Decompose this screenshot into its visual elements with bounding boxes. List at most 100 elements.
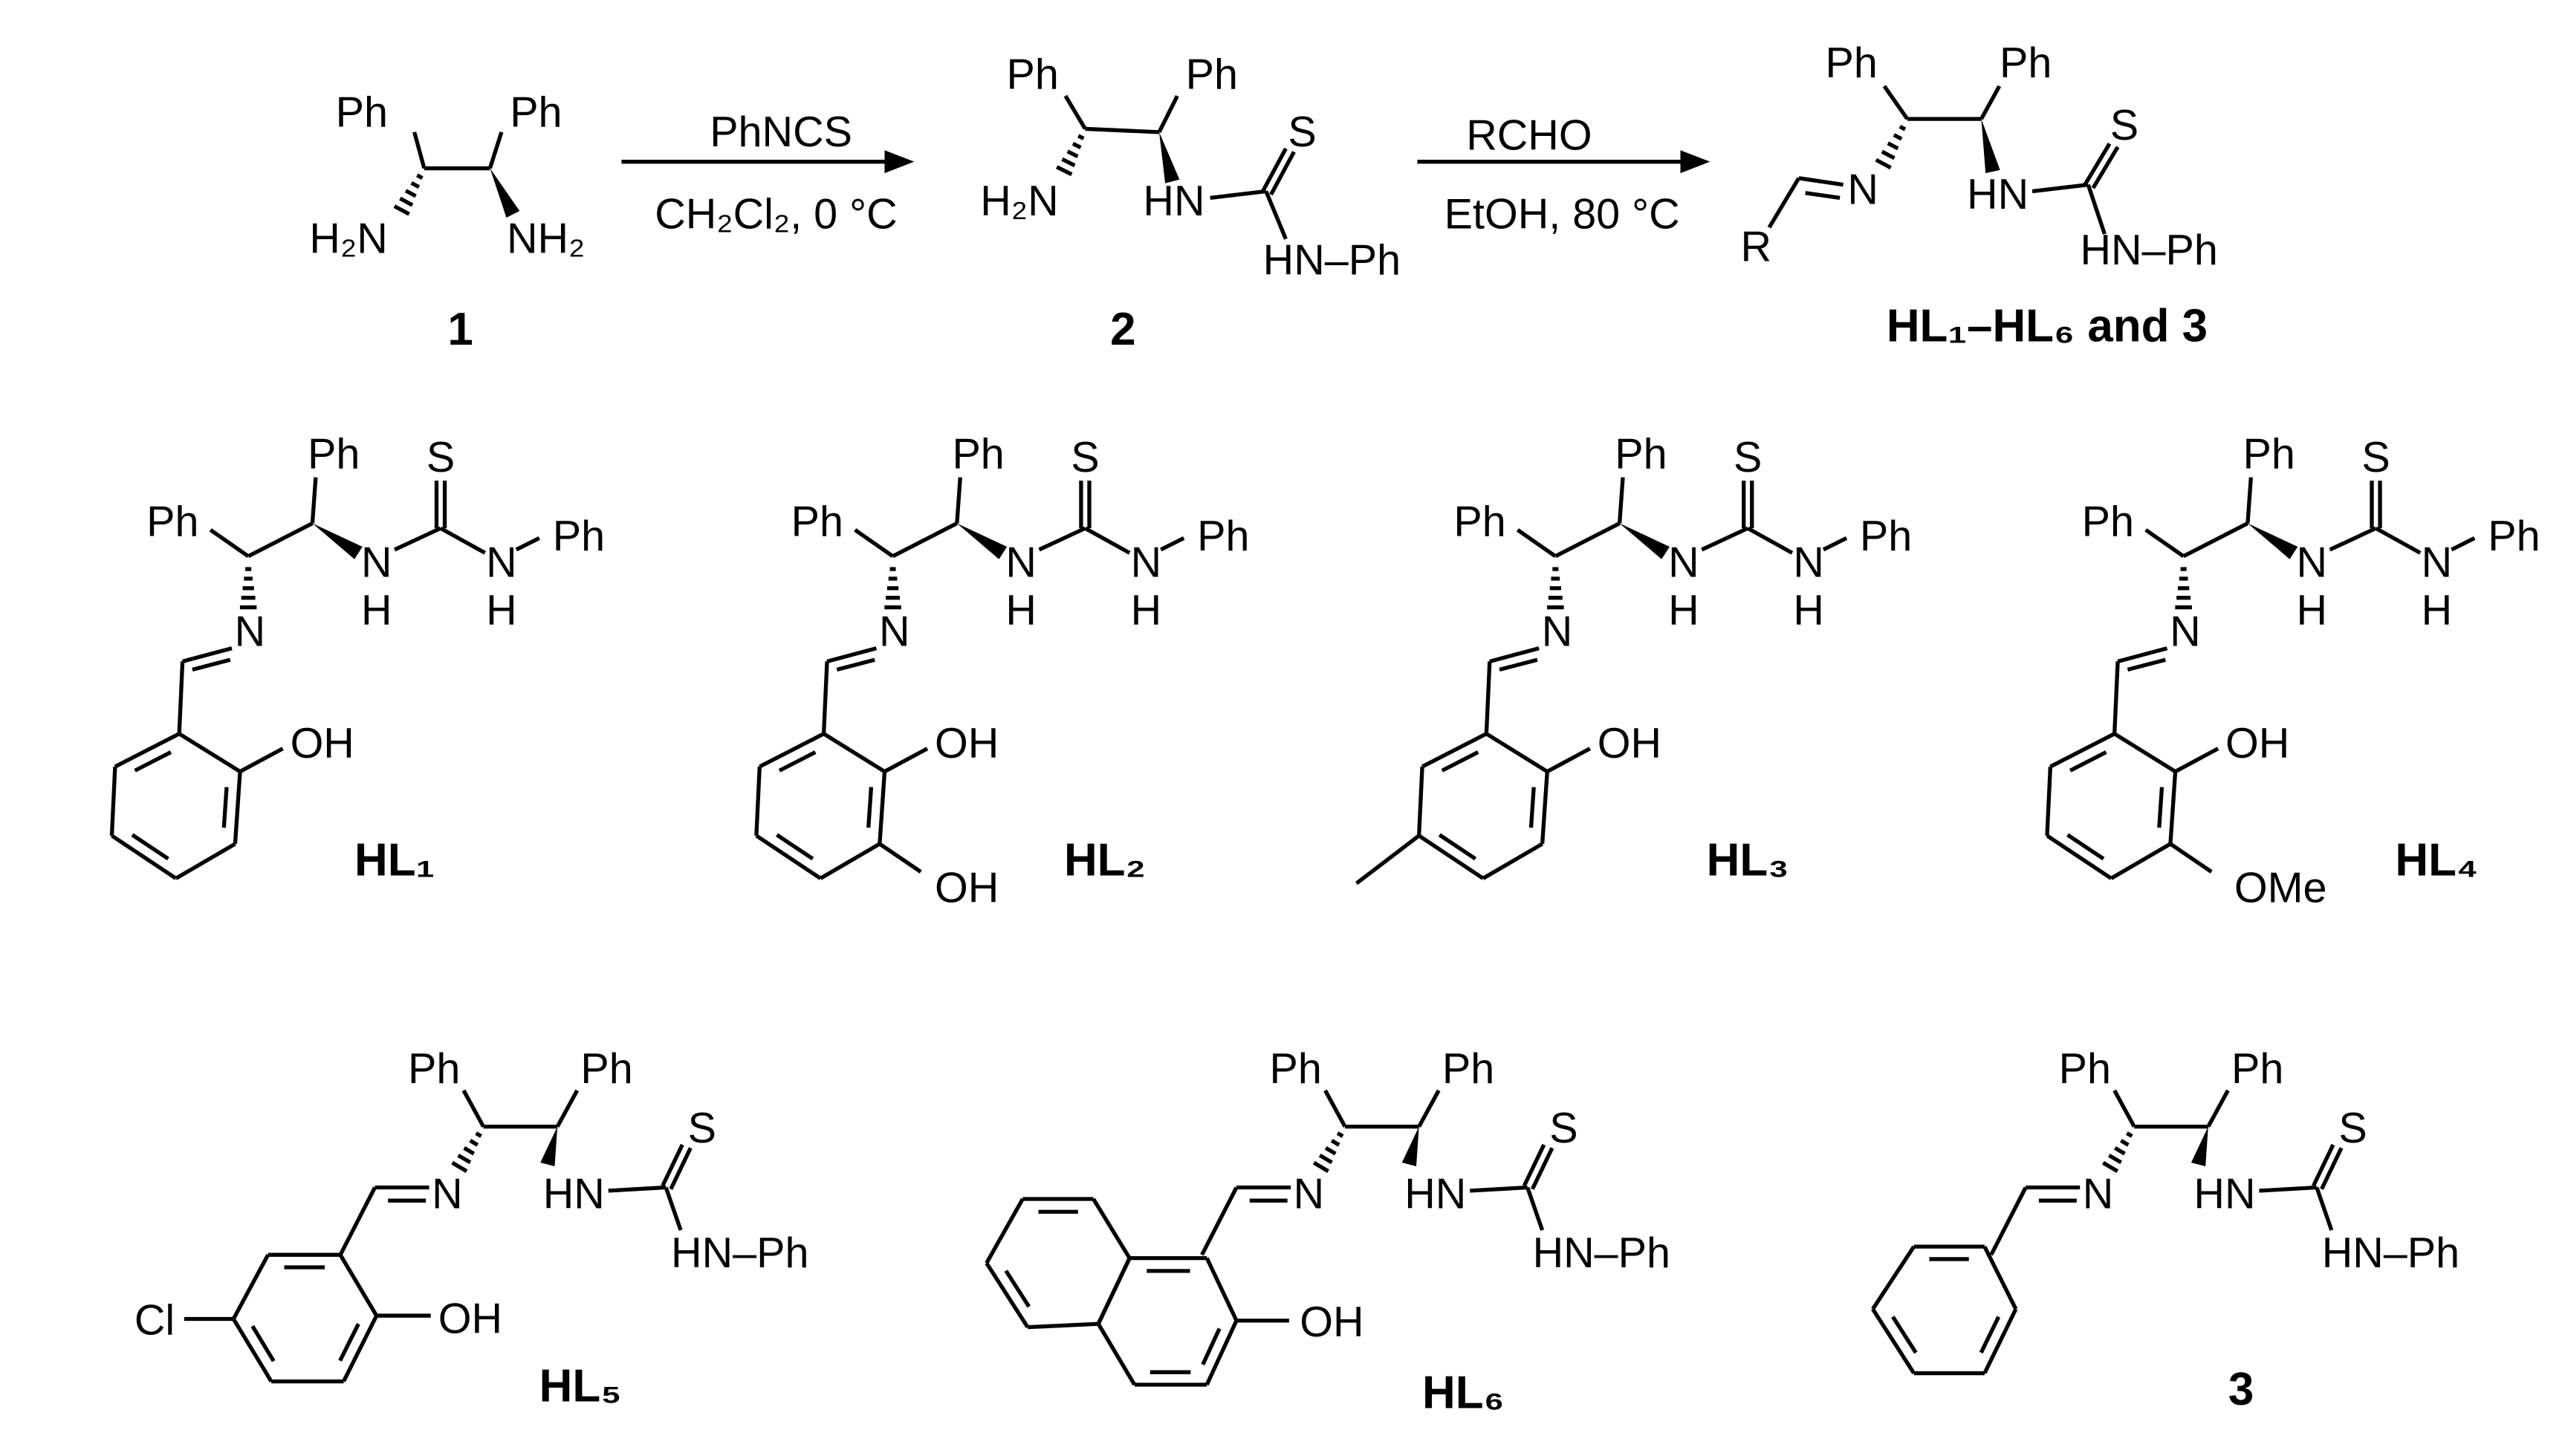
methyl-bond [1355, 833, 1421, 885]
reagent-label: RCHO [1466, 111, 1592, 159]
phenyl-label: Ph [1825, 39, 1877, 87]
bond [664, 1186, 683, 1231]
ring-bond [985, 1197, 1025, 1264]
bond [2245, 477, 2253, 524]
hashed-bond [1875, 124, 1907, 170]
ring-bond [759, 732, 825, 769]
ring-bond [878, 771, 887, 845]
wedge-bond [490, 168, 520, 218]
ring-bond [233, 771, 242, 845]
wedge-bond [956, 523, 1008, 559]
methoxy-label: OMe [2234, 865, 2327, 912]
ring-bond [1482, 842, 1543, 880]
bond [2127, 657, 2166, 672]
sulfur-label: S [1549, 1105, 1577, 1152]
bond [2182, 521, 2249, 559]
compound-label: HL₆ [1422, 1368, 1505, 1419]
bond [487, 131, 504, 169]
imine-n-label: N [879, 608, 910, 656]
chloro-label: Cl [134, 1297, 175, 1345]
hash-mark [399, 196, 414, 207]
bond [1546, 747, 1592, 773]
bond [239, 747, 284, 773]
hashed-bond [884, 567, 901, 610]
hydroxyl-label: OH [935, 865, 999, 912]
bond [1484, 661, 1492, 734]
compound-label: 2 [1110, 304, 1135, 355]
bond [821, 661, 829, 734]
amine-label: H₂N [980, 178, 1058, 225]
thiourea-n-label: N [1793, 539, 1824, 587]
hash-mark [457, 1153, 472, 1165]
ring-bond [342, 1314, 379, 1382]
imine-n-label: N [1542, 608, 1573, 656]
phenyl-label: Ph [2488, 513, 2540, 560]
hash-mark [393, 204, 410, 216]
imine-n-label: N [1847, 166, 1878, 213]
bond [878, 842, 922, 874]
phenyl-label: Ph [791, 498, 843, 545]
bond [247, 521, 314, 559]
bond [2031, 183, 2089, 194]
sulfur-label: S [427, 434, 455, 481]
bond [412, 131, 427, 169]
ring-bond [1871, 1307, 1916, 1374]
bond [310, 477, 318, 524]
bond [1063, 94, 1087, 130]
ring-bond [2168, 771, 2178, 845]
phenyl-label: Ph [146, 498, 198, 545]
compound-label: HL₃ [1707, 835, 1789, 886]
aromatic-double-bond [2157, 787, 2164, 828]
thiourea-h-label: H [2296, 587, 2327, 634]
bond [661, 1143, 684, 1187]
nh-phenyl-label: HN–Ph [2080, 227, 2217, 274]
hash-mark [1893, 133, 1903, 141]
ring-bond [1982, 1308, 2018, 1374]
imine-n-label: N [432, 1170, 463, 1218]
amine-label: NH₂ [507, 215, 585, 263]
bond [1701, 526, 1749, 552]
conditions-label: EtOH, 80 °C [1444, 190, 1680, 238]
sulfur-label: S [1071, 434, 1099, 481]
ring-bond [1540, 771, 1549, 845]
ring-bond [755, 833, 822, 880]
aromatic-double-bond [1438, 833, 1477, 861]
nh-phenyl-label: HN–Ph [2322, 1229, 2459, 1277]
bond [1525, 1186, 1545, 1231]
sulfur-label: S [1288, 108, 1316, 156]
bond [1323, 1089, 1347, 1128]
compound-label: 1 [447, 304, 473, 355]
ring-bond [1204, 1319, 1239, 1386]
phenyl-label: Ph [2059, 1045, 2111, 1093]
bond [393, 526, 442, 552]
amine-label: H₂N [309, 215, 387, 263]
wedge-bond [2247, 523, 2298, 559]
thiourea-h-label: H [1793, 587, 1824, 634]
bond [1417, 1089, 1441, 1128]
ring-bond [819, 842, 881, 880]
bond [1038, 526, 1086, 552]
bond [1882, 85, 1910, 120]
bond [2320, 1147, 2344, 1190]
ring-bond [1092, 1197, 1132, 1260]
phenyl-label: Ph [1860, 513, 1912, 560]
ring-bond [2110, 842, 2172, 880]
aromatic-double-bond [1004, 1270, 1031, 1308]
hydroxyl-label: OH [1300, 1299, 1363, 1346]
hashed-bond [1056, 134, 1085, 177]
aromatic-double-bond [221, 787, 229, 828]
compound-label: 3 [2228, 1364, 2254, 1415]
hashed-bond [451, 1131, 482, 1173]
bond [955, 477, 962, 524]
ring-bond [1096, 1257, 1132, 1325]
bond [1470, 1185, 1528, 1193]
r-group-label: R [1741, 224, 1772, 271]
hashed-bond [1547, 567, 1564, 610]
compound-label: HL₁–HL₆ and 3 [1887, 300, 2208, 351]
hash-mark [1336, 1131, 1344, 1138]
